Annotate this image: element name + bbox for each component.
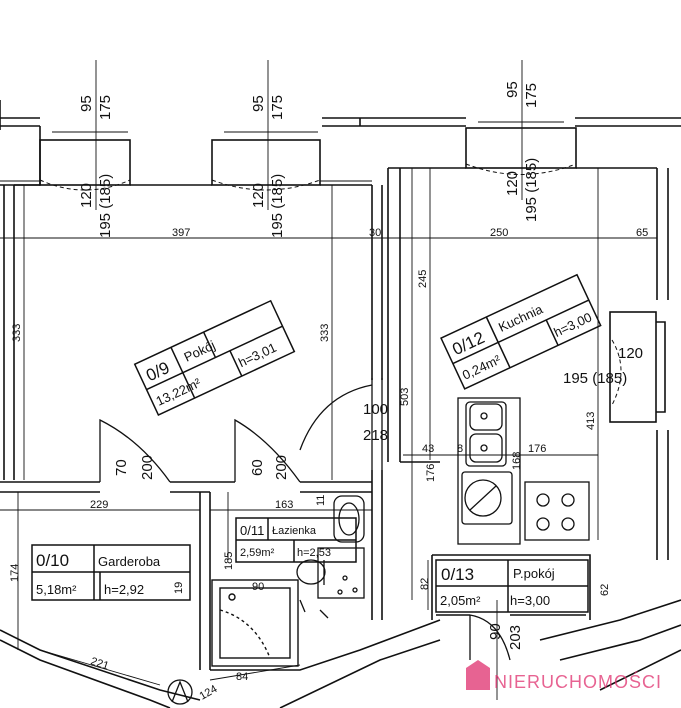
dim-s-11: 11 [315,495,327,506]
watermark-logo-icon [466,660,490,690]
dim-top-65: 65 [636,227,648,239]
dim-door-218: 218 [363,427,388,444]
dim-win2-width: 95 [250,95,267,112]
room-height-0-10: h=2,92 [104,582,144,597]
dim-win2-low: 195 (185) [269,174,286,238]
dim-p-62: 62 [599,584,611,596]
watermark-text: NIERUCHOMOŚCI [494,671,662,692]
room-label-frames [31,273,602,613]
dim-p-203: 203 [507,625,524,650]
dim-top-397: 397 [172,227,190,239]
window-openings [0,121,622,406]
room-id-0-9: 0/9 [143,358,172,385]
dim-b-185: 185 [223,552,235,570]
walls [0,100,681,708]
room-name-p-pokoj: P.pokój [513,566,555,581]
dim-win2-sill: 120 [250,183,267,208]
dim-win1-sill: 120 [78,183,95,208]
dim-win1-height: 175 [97,95,114,120]
dim-door1-200: 200 [139,455,156,480]
dim-mid-333: 333 [319,324,331,342]
room-area-0-12: 0,24m² [460,352,504,383]
dim-win4-sill: 120 [618,345,643,362]
room-height-0-13: h=3,00 [510,593,550,608]
dim-win3-width: 95 [504,81,521,98]
dim-door-100: 100 [363,401,388,418]
dim-left-333: 333 [11,324,23,342]
dim-win1-low: 195 (185) [97,174,114,238]
dim-door2-200: 200 [273,455,290,480]
watermark: NIERUCHOMOŚCI [466,660,662,692]
room-height-0-11: h=2,53 [297,547,331,559]
room-name-pokoj: Pokój [182,337,218,364]
dim-b-90: 90 [252,581,264,593]
kitchen-fixtures [457,397,590,545]
shower-tray [211,579,299,667]
dim-win1-width: 95 [78,95,95,112]
dim-p-82: 82 [419,578,431,590]
dim-b-84: 84 [236,671,248,683]
room-area-0-10: 5,18m² [36,582,77,597]
dim-door1-70: 70 [113,459,130,476]
dim-s-43: 43 [422,443,434,455]
dim-b-124: 124 [198,683,220,703]
dim-win3-sill: 120 [504,171,521,196]
dim-p-90: 90 [487,623,504,640]
dim-k-503: 503 [399,388,411,406]
room-id-0-10: 0/10 [36,551,69,570]
room-name-lazienka: Łazienka [272,525,317,537]
room-id-0-12: 0/12 [449,328,487,359]
dim-k-245: 245 [417,270,429,288]
dim-g-174: 174 [9,564,21,582]
dim-s-176v: 176 [425,464,437,482]
dim-top-250: 250 [490,227,508,239]
dim-s-8: 8 [457,443,463,455]
dim-s-176: 176 [528,443,546,455]
dim-k-413: 413 [585,412,597,430]
bathroom-fixtures [296,495,365,619]
north-arrow-icon [167,679,193,705]
dim-b-221: 221 [89,655,110,672]
room-area-0-11: 2,59m² [240,547,275,559]
dim-win3-height: 175 [523,83,540,108]
dim-s-163: 163 [275,499,293,511]
room-area-0-13: 2,05m² [440,593,481,608]
room-name-garderoba: Garderoba [98,554,161,569]
dim-s-168: 168 [511,452,523,470]
room-name-kuchnia: Kuchnia [496,301,546,335]
dim-win2-height: 175 [269,95,286,120]
dim-door2-60: 60 [249,459,266,476]
dim-top-30: 30 [369,227,381,239]
dim-win3-low: 195 (185) [523,158,540,222]
doors [99,378,511,661]
dim-s-229: 229 [90,499,108,511]
dim-g-19: 19 [173,582,185,594]
dim-win4-low: 195 (185) [563,370,627,387]
room-id-0-11: 0/11 [240,523,264,538]
dimension-lines [0,60,658,700]
room-id-0-13: 0/13 [441,565,474,584]
